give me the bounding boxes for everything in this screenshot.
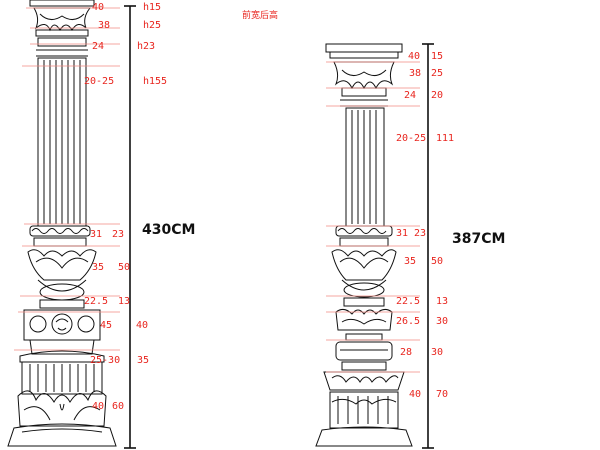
right-leaf-urn xyxy=(331,249,397,281)
right-label-height-1: 15 xyxy=(431,51,444,62)
right-label-height-2: 25 xyxy=(431,68,444,79)
right-label-height-9: 30 xyxy=(431,347,444,358)
left-guides xyxy=(14,7,120,351)
right-label-height-3: 20 xyxy=(431,90,444,101)
right-lotus-band xyxy=(335,308,393,331)
right-label-width-6: 35 xyxy=(404,256,417,267)
right-label-width-9: 28 xyxy=(400,347,413,358)
right-label-height-8: 30 xyxy=(436,316,449,327)
right-label-width-7: 22.5 xyxy=(396,296,421,307)
right-label-width-2: 38 xyxy=(409,68,422,79)
left-label-height-2: h25 xyxy=(143,20,162,31)
right-label-width-10: 40 xyxy=(409,389,422,400)
left-label-width-8: 45 xyxy=(100,320,113,331)
right-plinth xyxy=(315,426,413,447)
header-label: 前宽后高 xyxy=(242,11,279,21)
right-guides xyxy=(326,61,420,373)
left-total-height: 430CM xyxy=(142,222,196,238)
left-label-height-7: 13 xyxy=(118,296,131,307)
left-label-height-3: h23 xyxy=(137,41,156,52)
left-height-bar xyxy=(124,5,136,449)
left-label-width-1: 40 xyxy=(92,2,105,13)
left-label-width-4: 20-25 xyxy=(84,76,115,87)
left-plinth xyxy=(7,423,117,447)
left-label-width-2: 38 xyxy=(98,20,111,31)
left-leaf-urn xyxy=(27,249,97,281)
left-acanthus-base xyxy=(17,390,107,427)
left-label-width-9: 25-30 xyxy=(90,355,121,366)
left-label-height-9: 35 xyxy=(137,355,150,366)
right-height-bar xyxy=(422,43,434,449)
right-capital-leaves xyxy=(333,61,395,90)
left-abacus xyxy=(29,0,95,7)
right-column-drawing xyxy=(315,43,413,447)
right-label-height-6: 50 xyxy=(431,256,444,267)
right-label-height-10: 70 xyxy=(436,389,449,400)
left-label-width-7: 22.5 xyxy=(84,296,109,307)
left-label-height-6: 50 xyxy=(118,262,131,273)
right-total-height: 387CM xyxy=(452,231,506,247)
left-label-width-5: 31 xyxy=(90,229,103,240)
right-abacus xyxy=(325,43,403,53)
right-carved-base xyxy=(329,391,399,429)
left-label-width-6: 35 xyxy=(92,262,105,273)
right-label-width-4: 20-25 xyxy=(396,133,427,144)
right-ring-two xyxy=(335,341,393,361)
left-column-drawing xyxy=(7,0,117,447)
left-capital-leaves xyxy=(33,7,92,32)
left-ring xyxy=(29,225,91,237)
left-fluted-base xyxy=(21,361,103,395)
right-label-width-5: 31 xyxy=(396,228,409,239)
left-label-height-8: 40 xyxy=(136,320,149,331)
left-label-height-5: 23 xyxy=(112,229,125,240)
right-label-width-8: 26.5 xyxy=(396,316,421,327)
right-label-width-3: 24 xyxy=(404,90,417,101)
left-label-height-10: 60 xyxy=(112,401,125,412)
left-necking xyxy=(37,37,87,47)
right-label-height-7: 13 xyxy=(436,296,449,307)
right-ring xyxy=(335,225,393,237)
right-label-height-5: 23 xyxy=(414,228,427,239)
right-label-height-4: 111 xyxy=(436,133,455,144)
left-label-height-1: h15 xyxy=(143,2,162,13)
right-label-width-1: 40 xyxy=(408,51,421,62)
left-label-height-4: h155 xyxy=(143,76,168,87)
right-ornament-band xyxy=(323,371,405,391)
left-label-width-10: 40 xyxy=(92,401,105,412)
left-label-width-3: 24 xyxy=(92,41,105,52)
